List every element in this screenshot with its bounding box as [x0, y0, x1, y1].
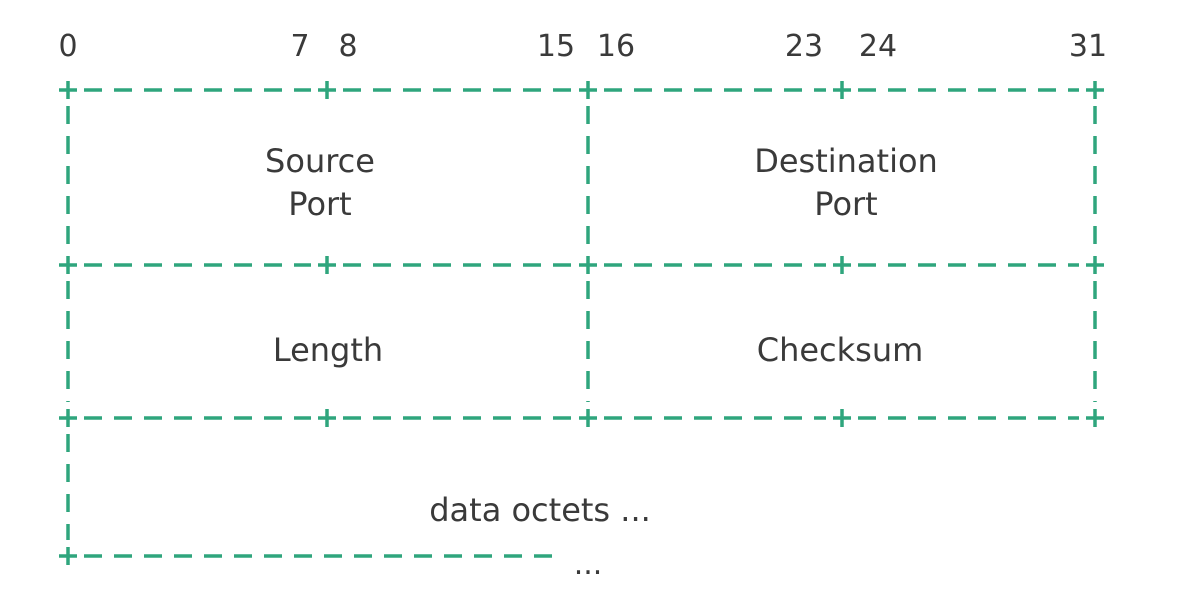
junction-plus-2-2 [579, 409, 597, 427]
bit-label-7: 7 [290, 29, 309, 64]
junction-plus-1-3 [833, 256, 851, 274]
source-port-label-line2: Port [288, 185, 351, 223]
source-port-label-line1: Source [265, 142, 375, 180]
junction-plus-2-4 [1086, 409, 1104, 427]
junction-plus-0-3 [833, 81, 851, 99]
destination-port-label-line2: Port [814, 185, 877, 223]
junction-plus-2-0 [59, 409, 77, 427]
junction-plus-2-1 [318, 409, 336, 427]
bit-label-8: 8 [338, 29, 357, 64]
destination-port-label-line1: Destination [754, 142, 938, 180]
bit-label-31: 31 [1069, 29, 1107, 64]
length-label: Length [273, 331, 383, 369]
junction-plus-0-4 [1086, 81, 1104, 99]
junction-plus-1-0 [59, 256, 77, 274]
junction-plus-1-1 [318, 256, 336, 274]
junction-plus-1-4 [1086, 256, 1104, 274]
bit-label-16: 16 [597, 29, 635, 64]
bit-label-0: 0 [58, 29, 77, 64]
junction-plus-0-1 [318, 81, 336, 99]
junction-plus-bottom-left [59, 547, 77, 565]
data-octets-label: data octets ... [429, 491, 651, 529]
field-labels: Source Port Destination Port Length Chec… [265, 142, 938, 582]
junction-plus-0-0 [59, 81, 77, 99]
bit-ruler: 0 7 8 15 16 23 24 31 [58, 29, 1107, 64]
bit-label-23: 23 [785, 29, 823, 64]
continuation-ellipsis: ... [574, 547, 603, 582]
checksum-label: Checksum [757, 331, 924, 369]
junction-plus-0-2 [579, 81, 597, 99]
bit-label-24: 24 [859, 29, 897, 64]
dashed-grid [59, 81, 1104, 565]
junction-plus-2-3 [833, 409, 851, 427]
junction-plus-1-2 [579, 256, 597, 274]
bit-label-15: 15 [537, 29, 575, 64]
